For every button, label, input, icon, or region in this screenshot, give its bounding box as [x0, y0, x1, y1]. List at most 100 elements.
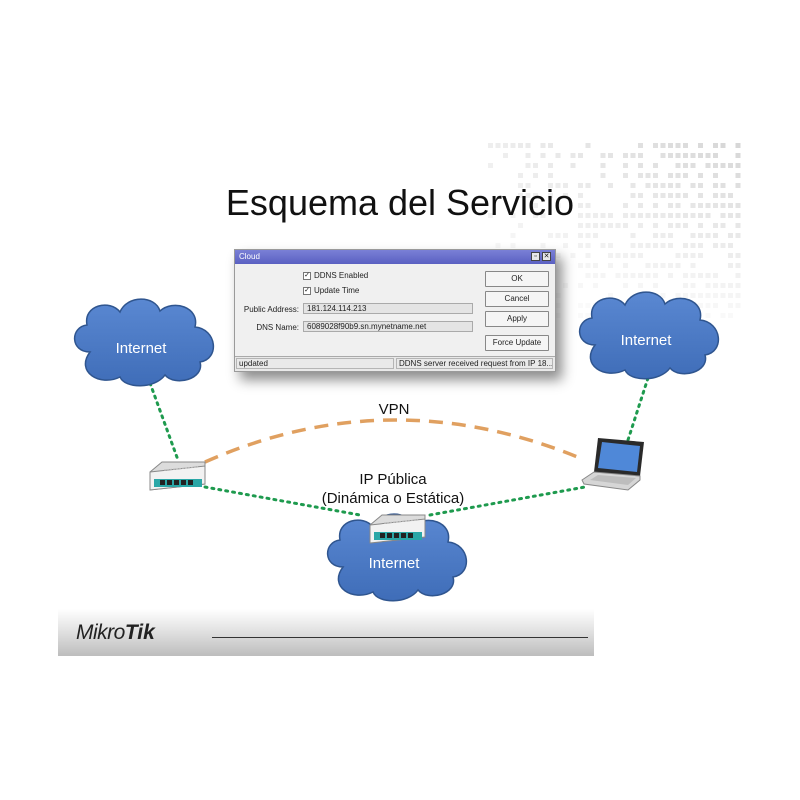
background-dot [630, 183, 636, 188]
background-dot [713, 153, 718, 158]
link-right-cloud-to-laptop [626, 376, 650, 442]
background-dot [533, 213, 538, 218]
background-dot [720, 203, 726, 208]
background-dot [660, 243, 666, 248]
update-time-checkmark[interactable]: ✓ [303, 286, 311, 295]
update-time-checkbox[interactable]: ✓ Update Time [303, 286, 359, 295]
background-dot [645, 213, 651, 218]
background-dot [578, 263, 583, 268]
ddns-enabled-checkbox[interactable]: ✓ DDNS Enabled [303, 271, 368, 280]
background-dot [488, 213, 493, 218]
background-dot [705, 153, 711, 158]
background-dot [608, 293, 613, 298]
background-dot [690, 273, 696, 278]
background-dot [510, 233, 516, 238]
cloud-bottom-label: Internet [369, 555, 421, 572]
background-dot [600, 213, 606, 218]
background-dot [533, 163, 538, 168]
close-icon[interactable]: ✕ [542, 252, 551, 261]
background-dot [578, 223, 583, 228]
background-dot [555, 303, 561, 308]
background-dot [705, 313, 711, 318]
background-dot [563, 193, 568, 198]
background-dot [518, 143, 523, 148]
background-dot [525, 143, 531, 148]
dns-name-label: DNS Name: [256, 323, 299, 332]
background-dot [735, 163, 741, 168]
background-dot [585, 223, 591, 228]
background-dot [518, 193, 523, 198]
background-dot [690, 203, 696, 208]
background-dot [720, 213, 726, 218]
background-dot [608, 213, 613, 218]
background-dot [608, 263, 613, 268]
background-dot [615, 273, 621, 278]
background-dot [638, 283, 643, 288]
background-dot [720, 243, 726, 248]
background-dot [728, 213, 733, 218]
background-dot [548, 193, 553, 198]
background-dot [638, 153, 643, 158]
ok-button[interactable]: OK [485, 271, 549, 287]
ddns-enabled-checkmark[interactable]: ✓ [303, 271, 311, 280]
dialog-titlebar[interactable]: Cloud ▫ ✕ [235, 250, 555, 264]
background-dot [698, 193, 703, 198]
background-dot [495, 243, 501, 248]
public-address-field[interactable]: 181.124.114.213 [303, 303, 473, 314]
background-dot [660, 183, 666, 188]
force-update-button[interactable]: Force Update [485, 335, 549, 351]
background-dot [728, 263, 733, 268]
background-dot [713, 243, 718, 248]
background-dot [690, 183, 696, 188]
background-dot [705, 233, 711, 238]
background-dot [698, 173, 703, 178]
background-dot [555, 203, 561, 208]
background-dot [653, 263, 658, 268]
background-dot [668, 223, 673, 228]
background-dot [735, 203, 741, 208]
background-dot [675, 263, 681, 268]
background-dot [683, 253, 688, 258]
background-dot [578, 313, 583, 318]
background-dot [630, 213, 636, 218]
apply-button[interactable]: Apply [485, 311, 549, 327]
background-dot [525, 183, 531, 188]
background-dot [540, 153, 546, 158]
background-dot [638, 173, 643, 178]
background-dot [570, 253, 576, 258]
background-dot [728, 303, 733, 308]
background-dot [660, 153, 666, 158]
background-dot [488, 163, 493, 168]
background-dot [548, 173, 553, 178]
background-dot [660, 213, 666, 218]
background-dot [608, 183, 613, 188]
dialog-title: Cloud [239, 252, 260, 261]
vpn-label: VPN [379, 401, 410, 418]
background-dot [683, 143, 688, 148]
background-dot [488, 143, 493, 148]
background-dot [653, 143, 658, 148]
ip-label-line1: IP Pública [359, 471, 427, 488]
cloud-right-label: Internet [621, 332, 673, 349]
background-dot [653, 273, 658, 278]
restore-icon[interactable]: ▫ [531, 252, 540, 261]
background-dot [675, 183, 681, 188]
background-dot [690, 243, 696, 248]
background-dot [728, 163, 733, 168]
background-dot [720, 193, 726, 198]
background-dot [585, 243, 591, 248]
background-dot [653, 243, 658, 248]
background-dot [720, 163, 726, 168]
cancel-button[interactable]: Cancel [485, 291, 549, 307]
background-dot [585, 303, 591, 308]
background-dot [735, 143, 741, 148]
background-dot [713, 203, 718, 208]
background-dot [563, 233, 568, 238]
background-dot [638, 213, 643, 218]
background-dot [660, 293, 666, 298]
background-dot [653, 173, 658, 178]
background-dot [563, 183, 568, 188]
background-dot [533, 173, 538, 178]
dns-name-field[interactable]: 6089028f90b9.sn.mynetname.net [303, 321, 473, 332]
background-dot [638, 253, 643, 258]
